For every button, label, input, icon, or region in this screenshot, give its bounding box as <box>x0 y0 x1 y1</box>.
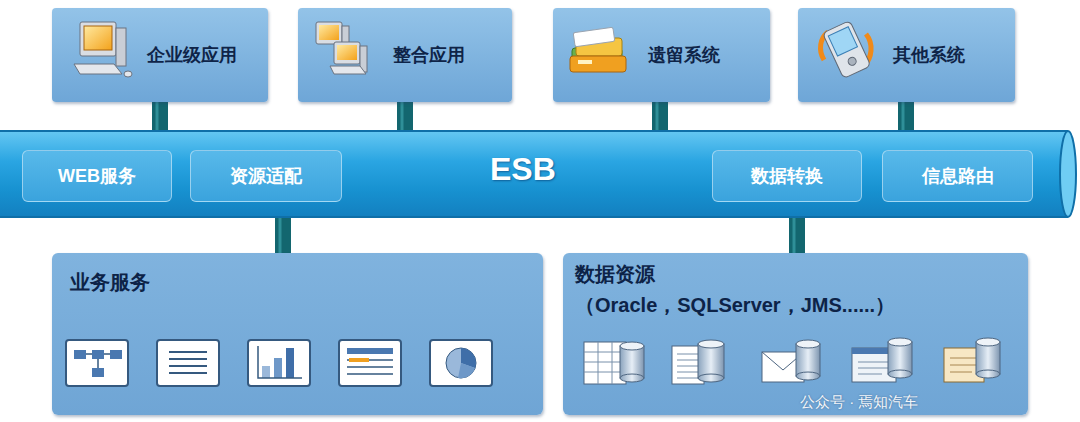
application-box: 整合应用 <box>298 8 512 102</box>
node-title: 数据资源 <box>575 261 655 288</box>
folders-icon <box>570 27 626 72</box>
bus-pipe <box>280 218 283 253</box>
bus-function-box: WEB服务 <box>22 150 172 202</box>
application-box: 其他系统 <box>798 8 1015 102</box>
node-title: 整合应用 <box>393 43 465 67</box>
bus-pipe <box>402 102 405 130</box>
application-box: 企业级应用 <box>52 8 268 102</box>
flowchart-icon <box>66 340 128 386</box>
table-icon <box>339 340 401 386</box>
window-db-icon <box>852 338 912 382</box>
handheld-icon <box>821 21 872 79</box>
node-title: 遗留系统 <box>648 43 720 67</box>
node-title: WEB服务 <box>58 164 136 188</box>
bus-end-cap <box>1060 131 1076 217</box>
node-title: ESB <box>490 151 556 188</box>
bus-pipe <box>903 102 906 130</box>
bus-function-box: 数据转换 <box>712 150 862 202</box>
bus-pipe <box>157 102 160 130</box>
table-db-icon <box>584 342 644 384</box>
mail-db-icon <box>762 340 820 382</box>
file-db-icon <box>944 338 1000 382</box>
computers-icon <box>316 22 367 74</box>
pie-chart-icon <box>430 340 492 386</box>
node-title: 信息路由 <box>922 164 994 188</box>
node-subtitle: （Oracle，SQLServer，JMS......） <box>575 292 895 319</box>
node-title: 企业级应用 <box>147 43 237 67</box>
node-title: 数据转换 <box>751 164 823 188</box>
node-title: 其他系统 <box>893 43 965 67</box>
bus-pipe <box>657 102 660 130</box>
document-db-icon <box>672 340 724 384</box>
watermark: 公众号 · 焉知汽车 <box>800 393 918 412</box>
data-panel: 数据资源 （Oracle，SQLServer，JMS......） <box>563 253 1028 415</box>
bus-function-box: 信息路由 <box>882 150 1033 202</box>
bar-chart-icon <box>248 340 310 386</box>
node-title: 资源适配 <box>230 164 302 188</box>
bus-pipe <box>794 218 797 253</box>
application-box: 遗留系统 <box>553 8 770 102</box>
list-icon <box>157 340 219 386</box>
bus-function-box: 资源适配 <box>190 150 342 202</box>
service-panel: 业务服务 <box>52 253 543 415</box>
node-title: 业务服务 <box>70 269 150 296</box>
esb-bus: ESB WEB服务 资源适配 数据转换 信息路由 <box>0 130 1068 218</box>
computer-icon <box>74 22 132 77</box>
